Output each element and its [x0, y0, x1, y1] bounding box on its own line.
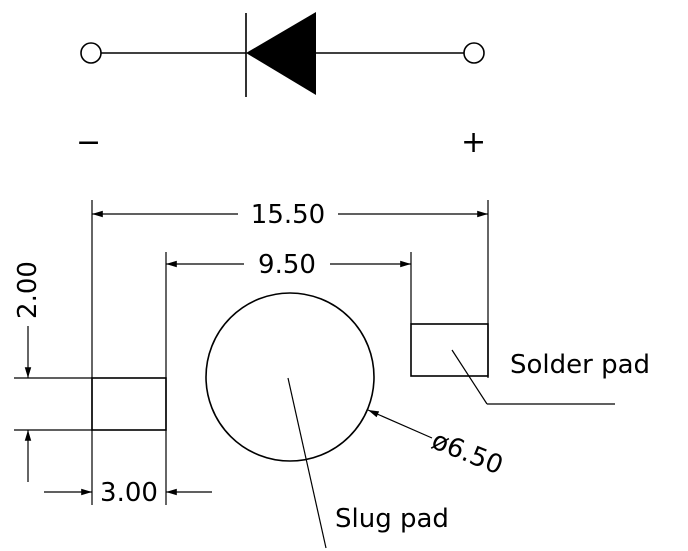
slug-pad-callout: Slug pad [287, 377, 449, 549]
pad-width-label: 3.00 [100, 478, 158, 508]
pad-width-dimension: 3.00 [44, 478, 212, 508]
overall-width-label: 15.50 [251, 200, 325, 230]
pad-height-dimension: 2.00 [13, 261, 43, 482]
solder-pad-label: Solder pad [510, 350, 650, 380]
anode-terminal [463, 42, 485, 64]
minus-sign: − [76, 125, 101, 160]
diode-symbol [80, 12, 485, 97]
solder-pad-callout: Solder pad [451, 349, 650, 405]
overall-width-dimension: 15.50 [92, 200, 488, 230]
extension-lines [14, 200, 489, 505]
slug-diameter-label: ø6.50 [427, 426, 507, 481]
inner-spacing-label: 9.50 [258, 250, 316, 280]
diode-triangle [246, 12, 316, 95]
slug-diameter-callout: ø6.50 [367, 409, 507, 481]
plus-sign: + [461, 125, 486, 160]
right-solder-pad [410, 323, 489, 377]
inner-spacing-dimension: 9.50 [166, 250, 411, 280]
cathode-terminal [80, 42, 102, 64]
slug-pad [205, 292, 375, 462]
left-solder-pad [91, 377, 167, 431]
slug-pad-label: Slug pad [335, 504, 449, 534]
pad-height-label: 2.00 [13, 261, 43, 319]
